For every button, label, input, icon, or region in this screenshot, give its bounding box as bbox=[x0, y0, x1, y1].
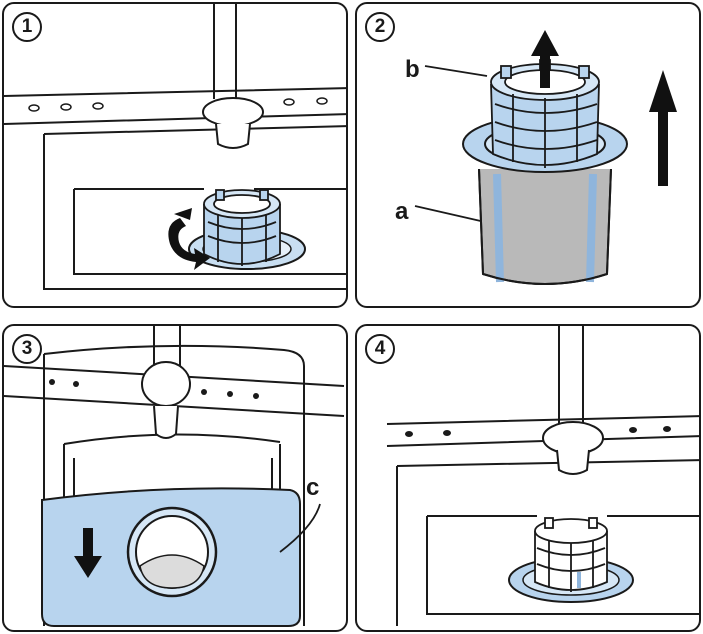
spray-arm-hub bbox=[202, 97, 264, 127]
step-4-badge: 4 bbox=[365, 334, 395, 364]
coarse-filter-b bbox=[490, 59, 600, 168]
step-2-badge: 2 bbox=[365, 12, 395, 42]
step-1-illustration bbox=[4, 4, 346, 290]
arrow-up-icon bbox=[649, 70, 677, 186]
spray-arm-hub bbox=[542, 421, 604, 455]
step-4-illustration bbox=[386, 326, 699, 626]
step-3-panel: 3 c bbox=[2, 324, 348, 632]
step-2-panel: 2 b a bbox=[355, 2, 701, 308]
arrow-up-icon bbox=[531, 30, 559, 88]
step-3-badge: 3 bbox=[12, 334, 42, 364]
step-4-panel: 4 bbox=[355, 324, 701, 632]
step-3-illustration bbox=[4, 326, 345, 627]
arrow-down-icon bbox=[74, 528, 102, 578]
rotate-arrow-icon bbox=[168, 208, 210, 270]
step-1-panel: 1 bbox=[2, 2, 348, 308]
step-1-badge: 1 bbox=[12, 12, 42, 42]
callout-c-label: c bbox=[306, 474, 320, 501]
installed-filter bbox=[534, 517, 608, 592]
callout-a-label: a bbox=[395, 198, 409, 225]
spray-arm-hub bbox=[141, 361, 191, 407]
filter-cage bbox=[203, 189, 281, 266]
step-2-illustration bbox=[414, 30, 677, 285]
flat-filter-c bbox=[41, 487, 301, 627]
callout-b-label: b bbox=[405, 56, 420, 83]
